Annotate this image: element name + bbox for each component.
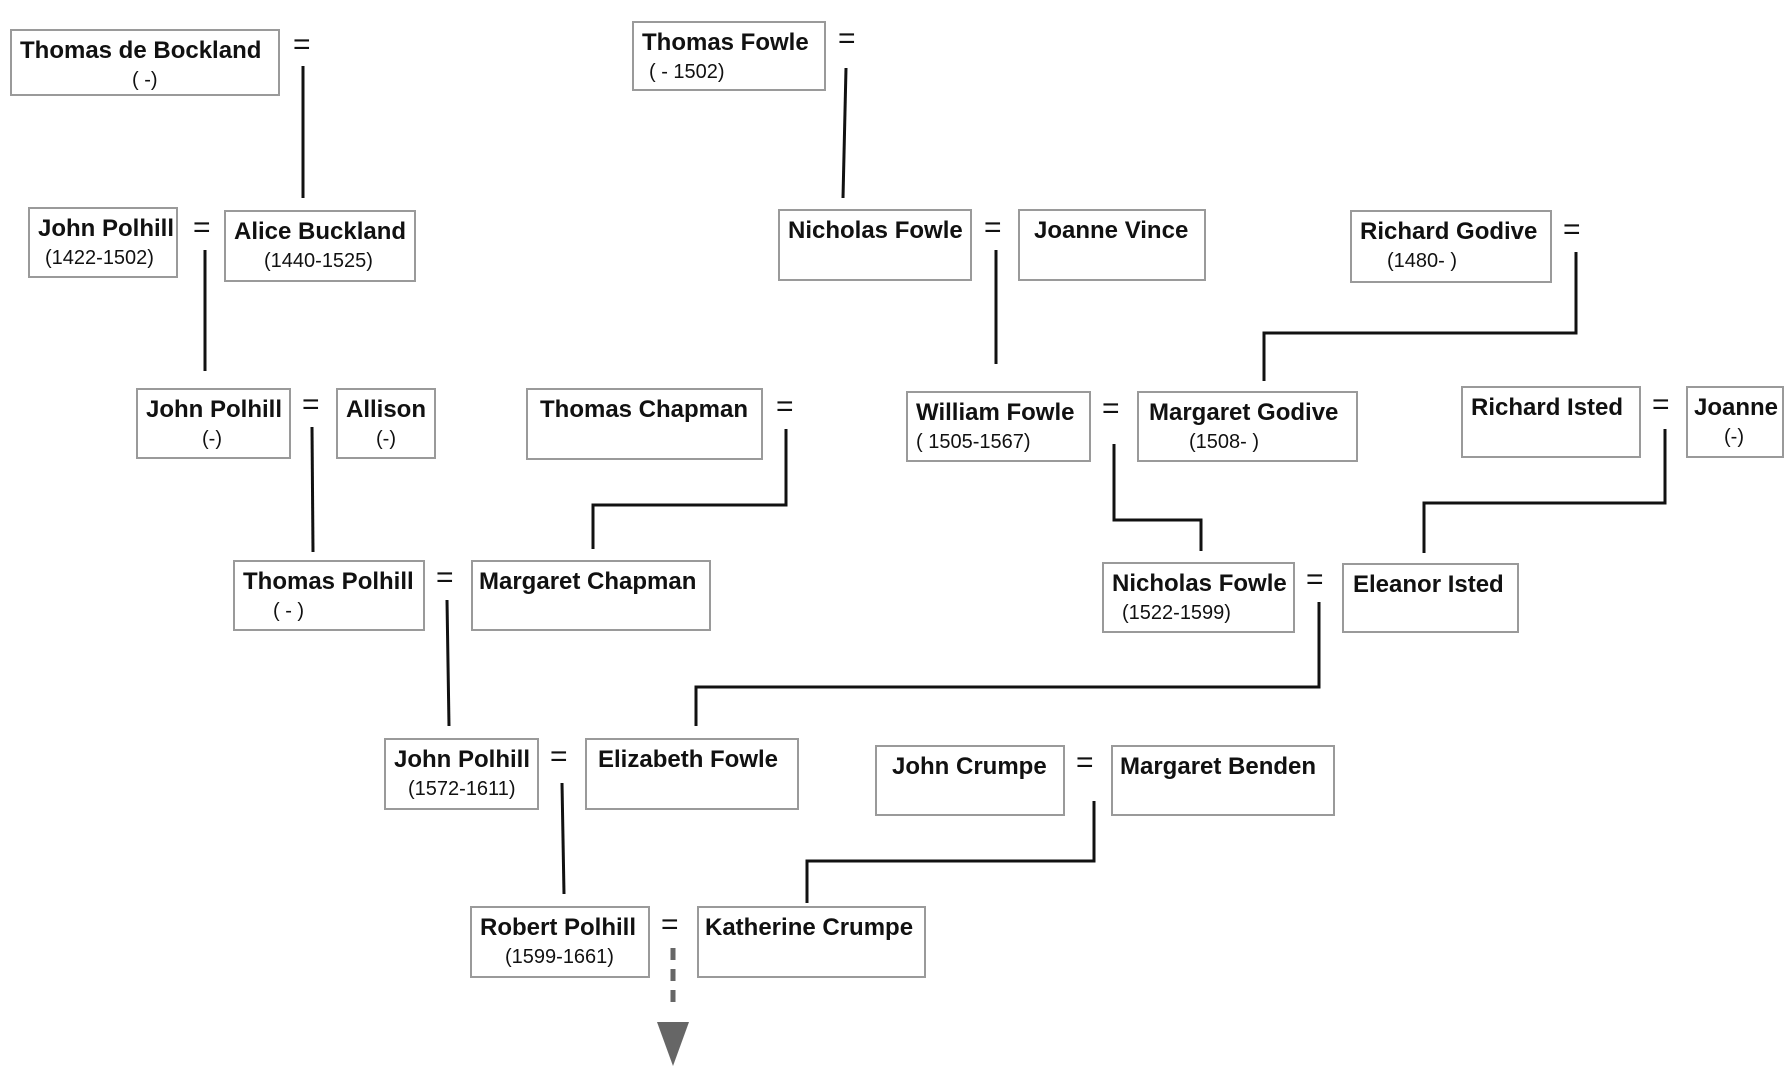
person-john-polhill-1422: John Polhill (1422-1502) (28, 207, 178, 278)
person-richard-isted: Richard Isted (1461, 386, 1641, 458)
marriage-symbol: = (1652, 388, 1670, 421)
person-dates: (1480- ) (1387, 250, 1458, 272)
person-name: John Polhill (146, 396, 282, 423)
person-thomas-polhill: Thomas Polhill ( - ) (233, 560, 425, 631)
person-name: William Fowle (916, 399, 1075, 426)
line-thomaspolhill-to-john3 (445, 599, 451, 727)
line-john2-to-thomaspolhill (310, 426, 315, 553)
person-name: Thomas Polhill (243, 568, 414, 595)
person-dates: (1522-1599) (1122, 602, 1231, 624)
line-nicholas2-to-elizabeth (694, 602, 1321, 726)
marriage-symbol: = (1306, 563, 1324, 596)
person-dates: ( -) (132, 69, 158, 91)
person-john-polhill-2: John Polhill (-) (136, 388, 291, 459)
marriage-symbol: = (838, 22, 856, 55)
person-name: Allison (346, 396, 427, 423)
person-name: Thomas Fowle (642, 29, 809, 56)
person-name: John Polhill (38, 215, 174, 242)
person-eleanor-isted: Eleanor Isted (1342, 563, 1519, 633)
marriage-symbol: = (302, 388, 320, 421)
marriage-symbol: = (1102, 392, 1120, 425)
marriage-symbol: = (1076, 746, 1094, 779)
line-john3-to-robert (560, 782, 566, 895)
person-name: Katherine Crumpe (705, 914, 914, 941)
person-alice-buckland: Alice Buckland (1440-1525) (224, 210, 416, 282)
person-margaret-benden: Margaret Benden (1111, 745, 1335, 816)
person-name: John Polhill (394, 746, 530, 773)
person-name: Eleanor Isted (1353, 571, 1504, 598)
person-richard-godive: Richard Godive (1480- ) (1350, 210, 1552, 283)
person-allison: Allison (-) (336, 388, 436, 459)
marriage-symbol: = (776, 390, 794, 423)
person-dates: (1422-1502) (45, 247, 154, 269)
person-dates: (1572-1611) (408, 778, 516, 800)
person-dates: (-) (202, 428, 222, 450)
person-katherine-crumpe: Katherine Crumpe (697, 906, 926, 978)
marriage-symbol: = (661, 908, 679, 941)
person-robert-polhill: Robert Polhill (1599-1661) (470, 906, 650, 978)
person-name: Margaret Benden (1120, 753, 1317, 780)
person-nicholas-fowle-elder: Nicholas Fowle (778, 209, 972, 281)
person-thomas-de-bockland: Thomas de Bockland ( -) (10, 29, 280, 96)
person-dates: (1440-1525) (264, 250, 373, 272)
person-name: Margaret Godive (1149, 399, 1339, 426)
line-chapman-to-margaretchapman (591, 429, 788, 549)
marriage-symbol: = (193, 211, 211, 244)
marriage-symbol: = (550, 740, 568, 773)
person-dates: (1508- ) (1189, 431, 1260, 453)
person-thomas-fowle: Thomas Fowle ( - 1502) (632, 21, 826, 91)
person-dates: ( - 1502) (649, 61, 725, 83)
person-name: Richard Isted (1471, 394, 1624, 421)
person-name: Nicholas Fowle (1112, 570, 1287, 597)
line-crumpe-to-katherine (805, 801, 1096, 903)
person-john-crumpe: John Crumpe (875, 745, 1065, 816)
person-name: Thomas Chapman (540, 396, 749, 423)
person-dates: (1599-1661) (505, 946, 614, 968)
person-margaret-chapman: Margaret Chapman (471, 560, 711, 631)
person-nicholas-fowle-younger: Nicholas Fowle (1522-1599) (1102, 562, 1295, 633)
person-dates: ( - ) (273, 600, 305, 622)
person-name: Nicholas Fowle (788, 217, 963, 244)
person-name: Richard Godive (1360, 218, 1538, 245)
person-joanne-vince: Joanne Vince (1018, 209, 1206, 281)
marriage-symbol: = (436, 561, 454, 594)
person-name: Margaret Chapman (479, 568, 697, 595)
person-dates: (-) (376, 428, 396, 450)
person-name: Alice Buckland (234, 218, 407, 245)
person-name: Robert Polhill (480, 914, 636, 941)
line-william-to-nicholas2 (1112, 444, 1203, 551)
person-john-polhill-1572: John Polhill (1572-1611) (384, 738, 539, 810)
person-william-fowle: William Fowle ( 1505-1567) (906, 391, 1091, 462)
marriage-symbol: = (293, 28, 311, 61)
descendant-arrow-icon (657, 1022, 689, 1066)
person-elizabeth-fowle: Elizabeth Fowle (585, 738, 799, 810)
line-isted-to-eleanor (1422, 429, 1667, 553)
person-dates: ( 1505-1567) (916, 431, 1031, 453)
line-godive-to-margaret (1262, 252, 1578, 381)
person-name: John Crumpe (892, 753, 1047, 780)
person-dates: (-) (1724, 426, 1744, 448)
marriage-symbol: = (984, 211, 1002, 244)
person-joanne: Joanne (-) (1686, 386, 1784, 458)
person-name: Thomas de Bockland (20, 37, 262, 64)
person-name: Elizabeth Fowle (598, 746, 779, 773)
line-thomasfowle-to-nicholas (841, 67, 848, 199)
person-thomas-chapman: Thomas Chapman (526, 388, 763, 460)
person-name: Joanne Vince (1034, 217, 1189, 244)
person-margaret-godive: Margaret Godive (1508- ) (1137, 391, 1358, 462)
marriage-symbol: = (1563, 213, 1581, 246)
person-name: Joanne (1694, 394, 1779, 421)
